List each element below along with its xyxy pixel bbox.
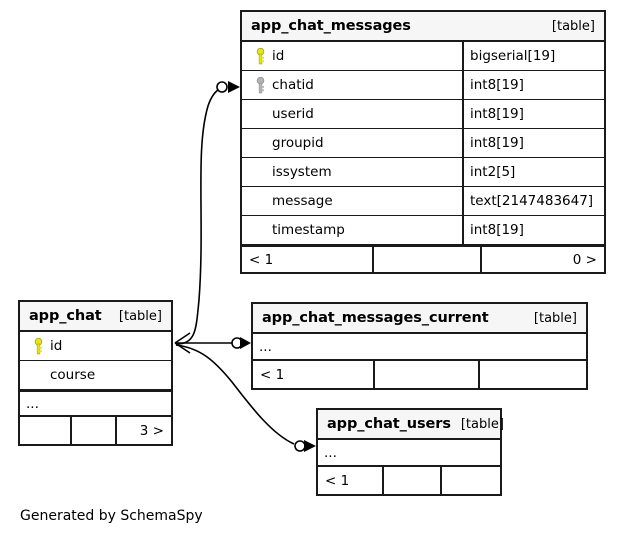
foreign-key-icon xyxy=(250,76,270,94)
column-type: text[2147483647] xyxy=(462,187,604,215)
crowsfoot-app-chat xyxy=(174,332,191,354)
table-header-app-chat-messages-current: app_chat_messages_current [table] xyxy=(253,304,586,334)
column-name-cell: id xyxy=(242,42,462,70)
table-app-chat[interactable]: app_chat [table] id course xyxy=(18,300,173,446)
table-row[interactable]: message text[2147483647] xyxy=(242,187,604,216)
column-type: bigserial[19] xyxy=(462,42,604,70)
table-app-chat-messages[interactable]: app_chat_messages [table] id bigserial[1… xyxy=(240,10,606,274)
footer-child-count[interactable] xyxy=(478,361,586,388)
column-name: userid xyxy=(272,106,314,122)
footer-parent-count[interactable]: < 1 xyxy=(325,472,350,489)
column-type: int2[5] xyxy=(462,158,604,186)
column-name-cell: course xyxy=(20,361,171,389)
column-name: id xyxy=(50,338,63,354)
footer-child-count[interactable] xyxy=(440,467,500,494)
column-name-cell: timestamp xyxy=(242,216,462,244)
column-name: message xyxy=(272,193,333,209)
table-header-app-chat: app_chat [table] xyxy=(20,302,171,332)
connector-app-chat-to-app-chat-messages xyxy=(175,87,222,345)
column-type: int8[19] xyxy=(462,216,604,244)
table-title: app_chat_messages xyxy=(251,18,411,34)
table-header-app-chat-messages: app_chat_messages [table] xyxy=(242,12,604,42)
table-row[interactable]: timestamp int8[19] xyxy=(242,216,604,245)
footer-middle xyxy=(372,247,480,272)
primary-key-icon xyxy=(250,47,270,65)
truncated-columns-indicator: ... xyxy=(253,334,586,361)
truncated-columns-indicator: ... xyxy=(20,390,171,417)
footer-child-count[interactable]: 3 > xyxy=(115,417,171,444)
arrow-app-chat-messages-current xyxy=(240,337,251,349)
column-name: chatid xyxy=(272,77,314,93)
column-name: course xyxy=(50,367,96,383)
column-name: issystem xyxy=(272,164,332,180)
footer-child-count[interactable]: 0 > xyxy=(480,247,604,272)
column-type: int8[19] xyxy=(462,100,604,128)
truncated-columns-indicator: ... xyxy=(318,440,500,467)
table-header-app-chat-users: app_chat_users [table] xyxy=(318,410,504,440)
table-row[interactable]: userid int8[19] xyxy=(242,100,604,129)
column-name-cell: chatid xyxy=(242,71,462,99)
column-name: groupid xyxy=(272,135,324,151)
footer-middle xyxy=(70,417,115,444)
optional-marker-app-chat-users xyxy=(294,440,306,452)
column-name-cell: id xyxy=(20,332,171,360)
table-kind-label: [table] xyxy=(460,416,504,432)
table-footer-app-chat-messages: < 1 0 > xyxy=(242,245,604,272)
column-type: int8[19] xyxy=(462,71,604,99)
column-name-cell: issystem xyxy=(242,158,462,186)
column-name-cell: userid xyxy=(242,100,462,128)
table-kind-label: [table] xyxy=(118,308,162,324)
table-title: app_chat_messages_current xyxy=(262,310,489,326)
table-kind-label: [table] xyxy=(533,310,577,326)
column-type: int8[19] xyxy=(462,129,604,157)
table-app-chat-messages-current[interactable]: app_chat_messages_current [table] ... < … xyxy=(251,302,588,390)
table-row[interactable]: chatid int8[19] xyxy=(242,71,604,100)
arrow-app-chat-users xyxy=(304,440,316,452)
primary-key-icon xyxy=(28,337,48,355)
arrow-app-chat-messages xyxy=(228,81,240,93)
table-row[interactable]: groupid int8[19] xyxy=(242,129,604,158)
optional-marker-app-chat-messages xyxy=(216,81,228,93)
table-kind-label: [table] xyxy=(551,18,595,34)
column-name-cell: message xyxy=(242,187,462,215)
column-name: id xyxy=(272,48,285,64)
column-name-cell: groupid xyxy=(242,129,462,157)
table-title: app_chat_users xyxy=(327,416,451,432)
diagram-caption: Generated by SchemaSpy xyxy=(20,508,203,524)
optional-marker-app-chat-messages-current xyxy=(231,337,243,349)
footer-middle xyxy=(382,467,440,494)
table-row[interactable]: course xyxy=(20,361,171,390)
table-row[interactable]: id xyxy=(20,332,171,361)
table-footer-app-chat: 3 > xyxy=(20,417,171,444)
table-app-chat-users[interactable]: app_chat_users [table] ... < 1 xyxy=(316,408,504,496)
table-title: app_chat xyxy=(29,308,102,324)
footer-parent-count[interactable]: < 1 xyxy=(249,251,274,268)
footer-parent-count[interactable] xyxy=(20,417,70,444)
table-row[interactable]: issystem int2[5] xyxy=(242,158,604,187)
footer-middle xyxy=(373,361,478,388)
table-row[interactable]: id bigserial[19] xyxy=(242,42,604,71)
footer-parent-count[interactable]: < 1 xyxy=(260,366,285,383)
table-footer-app-chat-messages-current: < 1 xyxy=(253,361,586,388)
column-name: timestamp xyxy=(272,222,345,238)
table-footer-app-chat-users: < 1 xyxy=(318,467,500,494)
